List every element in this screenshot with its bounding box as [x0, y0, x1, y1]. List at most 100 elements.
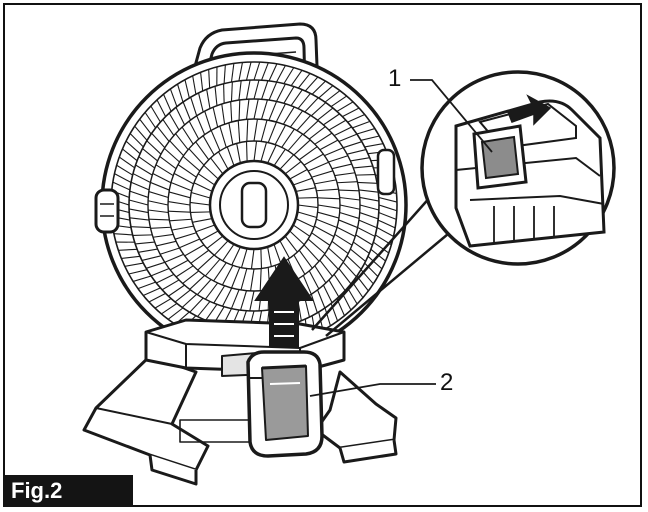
grille-spoke: [283, 67, 295, 84]
grille-spoke: [359, 204, 380, 211]
grille-spoke: [193, 182, 213, 192]
grille-spoke: [182, 101, 191, 121]
grille-spoke: [130, 181, 150, 191]
grille-spoke: [204, 282, 219, 300]
grille-spoke: [204, 110, 212, 131]
grille-spoke: [304, 97, 319, 113]
grille-spoke: [175, 133, 189, 151]
grille-spoke: [237, 120, 241, 143]
grille-spoke: [174, 289, 191, 303]
grille-spoke: [139, 118, 152, 135]
grille-spoke: [238, 80, 242, 101]
grille-spoke: [260, 99, 268, 120]
grille-spoke: [274, 124, 287, 145]
grille-spoke: [148, 191, 169, 199]
grille-spoke: [181, 126, 194, 145]
grille-spoke: [169, 259, 189, 271]
grille-spoke: [307, 161, 329, 172]
grille-spoke: [289, 168, 308, 180]
grille-spoke: [267, 121, 277, 143]
grille-spoke: [331, 240, 349, 255]
grille-spoke: [355, 174, 376, 176]
grille-spoke: [296, 115, 312, 131]
grille-spoke: [205, 303, 218, 321]
grille-spoke: [213, 285, 226, 304]
grille-spoke: [240, 268, 248, 291]
grille-spoke: [196, 279, 212, 295]
grille-spoke: [297, 73, 311, 89]
grille-spoke: [317, 211, 340, 219]
grille-spoke: [319, 259, 333, 277]
grille-spoke: [138, 156, 156, 169]
grille-spoke: [260, 142, 268, 162]
grille-spoke: [323, 113, 340, 126]
grille-spoke: [121, 255, 141, 259]
grille-spoke: [190, 97, 198, 116]
grille-spoke: [170, 182, 192, 192]
grille-spoke: [267, 246, 272, 267]
grille-spoke: [179, 238, 201, 249]
grille-spoke: [268, 81, 278, 101]
grille-spoke: [156, 273, 175, 284]
grille-spoke: [342, 261, 357, 278]
grille-spoke: [189, 201, 211, 206]
grille-spoke: [359, 196, 380, 202]
grille-spoke: [159, 247, 180, 255]
grille-spoke: [155, 164, 174, 177]
grille-spoke: [367, 255, 383, 270]
grille-spoke: [378, 196, 398, 203]
grille-spoke: [230, 289, 240, 309]
grille-spoke: [322, 284, 333, 303]
grille-spoke: [359, 212, 379, 220]
grille-spoke: [303, 244, 320, 262]
grille-spoke: [338, 219, 358, 229]
grille-spoke: [219, 125, 227, 148]
grille-spoke: [156, 99, 167, 117]
grille-spoke: [253, 79, 260, 100]
grille-spoke: [245, 99, 250, 120]
grille-spoke: [197, 92, 204, 113]
grille-spoke: [339, 204, 361, 210]
grille-spoke: [302, 120, 319, 135]
grille-spoke: [250, 268, 255, 292]
grille-spoke: [238, 99, 241, 121]
grille-spoke: [188, 148, 205, 166]
grille-spoke: [378, 212, 397, 220]
grille-spoke: [148, 292, 166, 303]
grille-spoke: [273, 244, 282, 264]
grille-spoke: [190, 211, 211, 214]
grille-spoke: [150, 268, 170, 277]
grille-spoke: [134, 125, 148, 141]
grille-spoke: [230, 101, 233, 122]
grille-spoke: [346, 148, 367, 155]
grille-spoke: [259, 268, 262, 291]
figure-label: Fig.2: [3, 475, 133, 507]
grille-spoke: [308, 270, 320, 290]
grille-spoke: [150, 226, 171, 229]
grille-spoke: [210, 157, 224, 175]
grille-spoke: [112, 181, 131, 191]
grille-spoke: [273, 148, 286, 167]
grille-spoke: [137, 281, 156, 290]
grille-spoke: [316, 218, 338, 228]
grille-spoke: [311, 80, 326, 95]
grille-spoke: [308, 126, 326, 140]
grille-spoke: [116, 164, 133, 176]
grille-spoke: [189, 297, 204, 313]
grille-spoke: [168, 210, 191, 213]
grille-spoke: [175, 107, 186, 126]
grille-spoke: [195, 224, 215, 233]
grille-spoke: [189, 275, 206, 290]
grille-spoke: [226, 146, 235, 166]
grille-spoke: [364, 262, 379, 277]
grille-spoke: [297, 211, 317, 219]
grille-spoke: [314, 265, 327, 284]
grille-spoke: [253, 61, 261, 81]
grille-spoke: [293, 139, 311, 156]
grille-spoke: [197, 301, 211, 317]
grille-spoke: [151, 132, 166, 149]
grille-spoke: [150, 181, 170, 191]
grille-spoke: [118, 156, 135, 169]
grille-spoke: [289, 230, 305, 246]
